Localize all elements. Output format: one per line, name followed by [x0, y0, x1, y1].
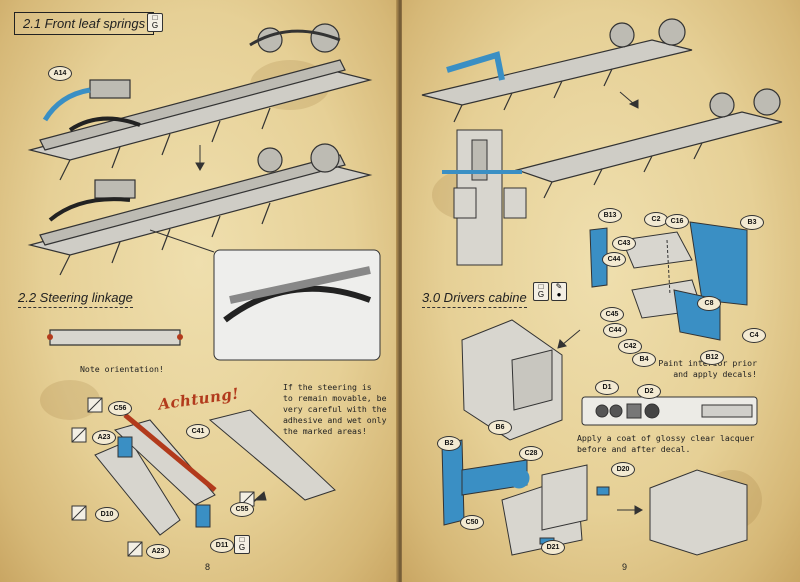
part-label-b2: B2 — [437, 436, 461, 451]
page-number-left: 8 — [205, 562, 211, 572]
part-label-d11: D11 — [210, 538, 234, 553]
part-label-a23-top: A23 — [92, 430, 116, 445]
section-title-front-leaf-springs: 2.1 Front leaf springs — [14, 12, 155, 35]
part-label-c56: C56 — [108, 401, 132, 416]
part-label-c8: C8 — [697, 296, 721, 311]
part-label-a14: A14 — [48, 66, 72, 81]
part-label-c16: C16 — [665, 214, 689, 229]
part-label-b6: B6 — [488, 420, 512, 435]
right-page: 3.0 Drivers cabine □G ✎● Paint interior … — [402, 0, 800, 582]
part-label-d21: D21 — [541, 540, 565, 555]
orientation-note: Note orientation! — [80, 364, 164, 374]
glue-icon: □G — [533, 282, 549, 301]
book-gutter — [396, 0, 404, 582]
steering-assembly — [94, 409, 336, 536]
steering-reference — [47, 329, 183, 346]
part-label-b3: B3 — [740, 215, 764, 230]
cabin-interior-assembly — [461, 319, 563, 441]
detail-inset — [149, 229, 381, 361]
left-illustrations — [27, 23, 381, 557]
section-title-drivers-cabine: 3.0 Drivers cabine — [422, 290, 527, 308]
cabin-lower-assembly — [441, 439, 748, 556]
right-illustrations — [421, 18, 783, 556]
part-label-c43: C43 — [612, 236, 636, 251]
chassis-drawing-right-bottom — [514, 88, 783, 199]
chassis-drawing-top — [27, 23, 373, 181]
chassis-drawing-middle — [27, 143, 373, 276]
section-title-steering-linkage: 2.2 Steering linkage — [18, 290, 133, 308]
cabin-exploded-view — [589, 221, 748, 341]
part-label-c55: C55 — [230, 502, 254, 517]
part-label-c45: C45 — [600, 307, 624, 322]
warning-text: If the steering is to remain movable, be… — [283, 382, 387, 436]
part-label-b12: B12 — [700, 350, 724, 365]
page-number-right: 9 — [622, 562, 628, 572]
part-label-c42: C42 — [618, 339, 642, 354]
decal-label-d2: D2 — [637, 384, 661, 399]
left-page: 2.1 Front leaf springs □G 2.2 Steering l… — [0, 0, 398, 582]
part-label-c44-top: C44 — [602, 252, 626, 267]
part-label-c41: C41 — [186, 424, 210, 439]
decal-label-d1: D1 — [595, 380, 619, 395]
part-label-c2: C2 — [644, 212, 668, 227]
part-label-d10: D10 — [95, 507, 119, 522]
part-label-d20: D20 — [611, 462, 635, 477]
part-label-b4: B4 — [632, 352, 656, 367]
paint-icon: ✎● — [551, 282, 567, 301]
part-label-c28: C28 — [519, 446, 543, 461]
part-label-c44-mid: C44 — [603, 323, 627, 338]
part-label-c50: C50 — [460, 515, 484, 530]
glue-icon: □G — [147, 13, 163, 32]
part-label-a23-bottom: A23 — [146, 544, 170, 559]
part-label-b13: B13 — [598, 208, 622, 223]
chassis-drawing-right-top — [421, 18, 693, 123]
chassis-top-view — [442, 129, 527, 266]
dashboard-decal — [581, 396, 758, 426]
glue-icon: □G — [234, 535, 250, 554]
part-label-c4: C4 — [742, 328, 766, 343]
lacquer-note: Apply a coat of glossy clear lacquer bef… — [577, 433, 755, 454]
